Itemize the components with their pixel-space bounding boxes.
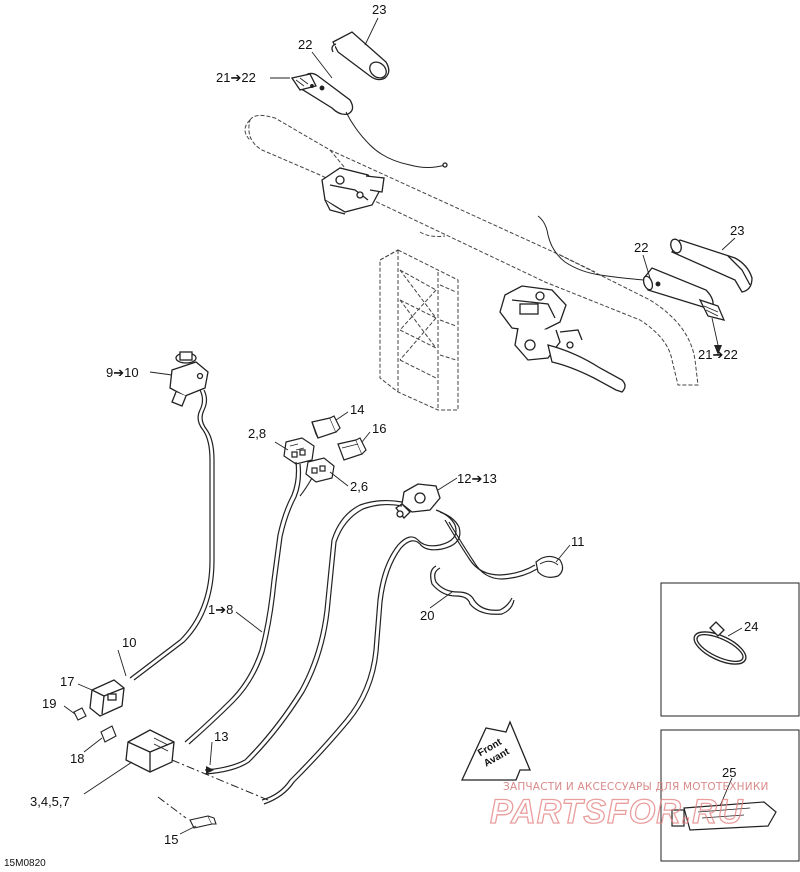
leader-arrows [206, 345, 722, 774]
callout-10: 10 [122, 635, 136, 650]
inset-box-24 [660, 582, 800, 717]
callout-22-right: 22 [634, 240, 648, 255]
connector-11 [535, 555, 564, 578]
callout-23-top: 23 [372, 2, 386, 17]
heating-element-top-22 [290, 72, 448, 168]
callout-20: 20 [420, 608, 434, 623]
harness-20 [430, 565, 515, 615]
watermark-logo: PARTSFOR.RU [490, 793, 744, 831]
connector-14 [311, 415, 341, 439]
harness-10 [129, 389, 211, 679]
callout-19: 19 [42, 696, 56, 711]
sensor-12-13 [395, 483, 441, 519]
clamp-24 [693, 621, 747, 665]
left-control-housing [321, 167, 385, 215]
callout-23-right: 23 [730, 223, 744, 238]
callout-17: 17 [60, 674, 74, 689]
connector-2-6 [305, 457, 335, 483]
callout-2-6: 2,6 [350, 479, 368, 494]
connector-16 [337, 437, 367, 461]
connector-17 [89, 679, 125, 717]
leader-lines [63, 17, 743, 835]
steering-column [379, 249, 459, 411]
callout-24: 24 [744, 619, 758, 634]
front-arrow: Front Avant [460, 720, 531, 781]
callout-21-22-top: 21➔22 [216, 70, 256, 85]
throttle-housing [499, 285, 626, 393]
drawing-code: 15M0820 [4, 858, 46, 869]
callout-15: 15 [164, 832, 178, 847]
callout-25: 25 [722, 765, 736, 780]
callout-13: 13 [214, 729, 228, 744]
handlebar-outline [244, 114, 699, 386]
callout-1-8: 1➔8 [208, 602, 233, 617]
grip-top-23 [331, 31, 390, 81]
harness-11 [261, 509, 457, 801]
watermark-tagline: ЗАПЧАСТИ И АКСЕССУАРЫ ДЛЯ МОТОТЕХНИКИ [503, 781, 769, 793]
lock-18 [100, 725, 117, 743]
callout-9-10: 9➔10 [106, 365, 139, 380]
callout-16: 16 [372, 421, 386, 436]
grip-right-23 [670, 238, 753, 293]
watermark: ЗАПЧАСТИ И АКСЕССУАРЫ ДЛЯ МОТОТЕХНИКИ PA… [489, 781, 769, 832]
heating-element-right-22 [537, 215, 726, 321]
callout-3-4-5-7: 3,4,5,7 [30, 794, 70, 809]
sensor-harness-13 [204, 499, 403, 771]
connector-3-4-5-7 [125, 729, 175, 773]
main-harness [184, 461, 298, 743]
callouts: 23 22 21➔22 23 22 21➔22 9➔10 2,8 14 16 2… [30, 2, 758, 847]
callout-22-top: 22 [298, 37, 312, 52]
seal-19 [73, 707, 87, 721]
terminal-15 [189, 815, 217, 829]
sealant-tube-25 [671, 801, 777, 831]
callout-12-13: 12➔13 [457, 471, 497, 486]
callout-14: 14 [350, 402, 364, 417]
callout-18: 18 [70, 751, 84, 766]
connector-2-8 [283, 437, 315, 465]
callout-21-22-right: 21➔22 [698, 347, 738, 362]
callout-11: 11 [571, 534, 585, 549]
inset-box-25 [660, 729, 800, 862]
callout-2-8: 2,8 [248, 426, 266, 441]
switch-9-10 [169, 351, 209, 407]
